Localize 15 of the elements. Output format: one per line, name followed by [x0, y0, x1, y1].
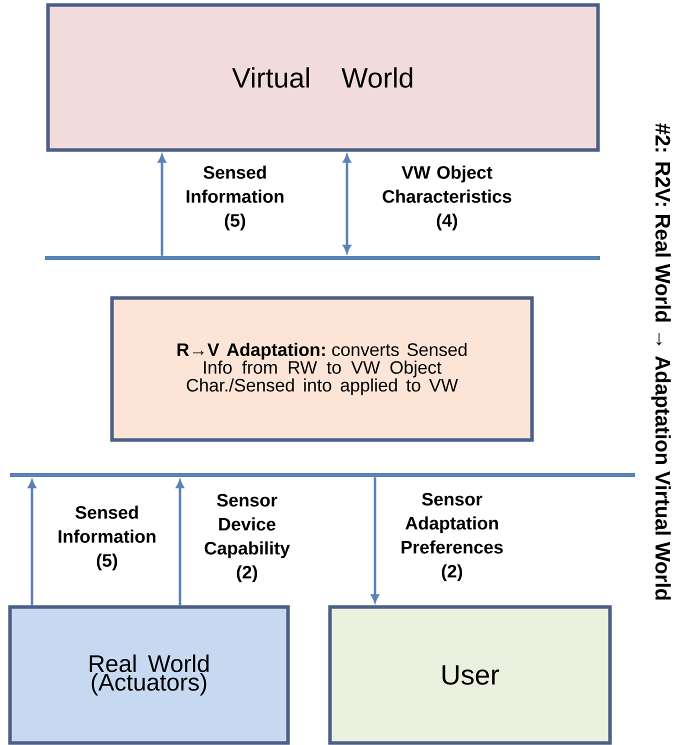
title: #2: R2V: Real World → Adaptation Virtual World — [651, 123, 671, 600]
arrow — [343, 154, 351, 254]
arrow — [176, 480, 184, 606]
edge-label: VW Object Characteristics (4) — [371, 164, 523, 232]
adaptation-box: R→V Adaptation: converts Sensed Info from RW to VW Object Char./Sensed into applied to VW — [110, 296, 534, 442]
edge-label: Sensed Information (5) — [50, 504, 164, 572]
arrow — [371, 477, 379, 603]
edge-label: Sensed Information (5) — [178, 164, 292, 232]
edge-label: Sensor Device Capability (2) — [194, 492, 300, 584]
user-box: User — [328, 605, 612, 745]
arrow — [158, 154, 166, 256]
arrow — [28, 480, 36, 606]
edge-label: Sensor Adaptation Preferences (2) — [388, 492, 516, 582]
world-box: Virtual World — [46, 3, 600, 152]
world-box: Real World (Actuators) — [8, 605, 290, 745]
